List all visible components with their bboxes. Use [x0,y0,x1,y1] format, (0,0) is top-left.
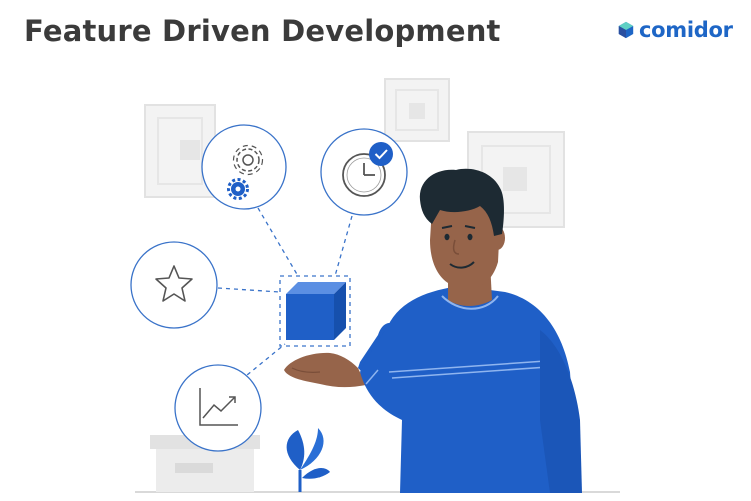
dashed-connectors [217,207,353,381]
gears-circle [201,124,287,210]
gears-icon [227,144,264,200]
star-circle [130,241,218,329]
star-icon [155,265,193,302]
wall-frame-top-right [384,78,450,142]
brand-logo: comidor [617,18,733,42]
check-badge-icon [369,142,393,166]
cube-icon [286,282,346,340]
brand-name: comidor [639,18,733,42]
plant-icon [286,428,330,492]
trend-circle [174,364,262,452]
clock-icon [342,153,386,197]
page-title: Feature Driven Development [24,14,501,48]
trend-chart-icon [199,388,238,426]
person-illustration [284,168,582,493]
wall-frame-left [144,104,216,198]
clock-circle [320,128,408,216]
comidor-logo-icon [618,21,634,39]
